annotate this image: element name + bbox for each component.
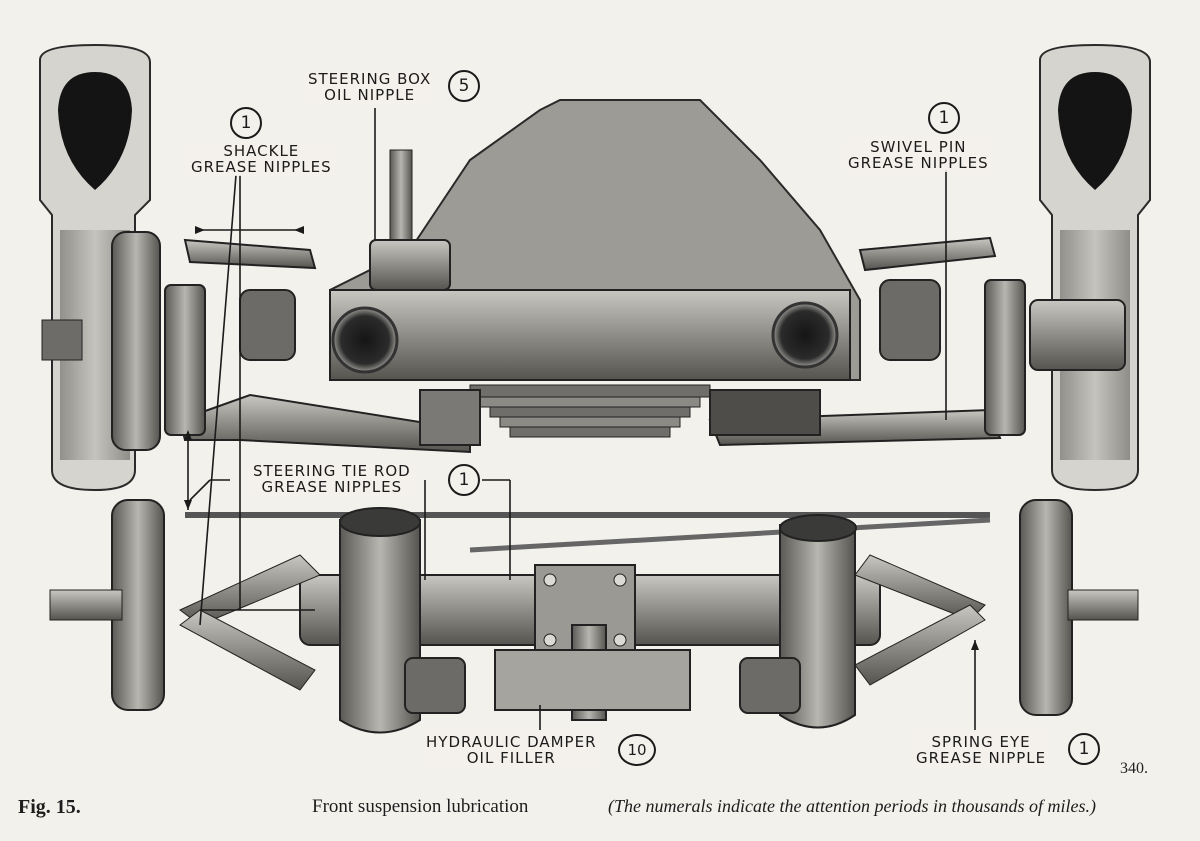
- figure-note: (The numerals indicate the attention per…: [608, 796, 1096, 816]
- shackle-label-line1: SHACKLE: [223, 142, 300, 160]
- spring-eye-label: SPRING EYE GREASE NIPPLE: [913, 733, 1050, 767]
- figure-title: Front suspension lubrication: [312, 796, 529, 817]
- left-damper: [239, 289, 296, 361]
- tie-rod-label: STEERING TIE ROD GREASE NIPPLES: [250, 462, 414, 496]
- steering-box: [369, 239, 451, 291]
- swivel-pin-interval-badge: 1: [928, 102, 960, 134]
- swivel-pin-label-line1: SWIVEL PIN: [870, 138, 967, 156]
- left-upper-arm: [183, 238, 317, 270]
- right-damper: [879, 279, 941, 361]
- tie-rod-label-line1: STEERING TIE ROD: [253, 462, 411, 480]
- steering-box-label: STEERING BOX OIL NIPPLE: [305, 70, 435, 104]
- right-upper-arm: [858, 236, 997, 272]
- left-spring-housing: [339, 519, 421, 734]
- tie-rod-label-line2: GREASE NIPPLES: [261, 478, 403, 496]
- damper-label-line2: OIL FILLER: [466, 749, 556, 767]
- damper-label: HYDRAULIC DAMPER OIL FILLER: [423, 733, 600, 767]
- tie-rod-interval-badge: 1: [448, 464, 480, 496]
- shackle-interval-badge: 1: [230, 107, 262, 139]
- steering-box-label-line1: STEERING BOX: [308, 70, 432, 88]
- plan-view: [49, 499, 1139, 734]
- spring-eye-interval-badge: 1: [1068, 733, 1100, 765]
- swivel-pin-label-line2: GREASE NIPPLES: [848, 154, 989, 172]
- left-brake-drum: [111, 231, 161, 451]
- arrowheads: [184, 226, 979, 650]
- right-tyre-section: [1039, 43, 1151, 492]
- swivel-pin-label: SWIVEL PIN GREASE NIPPLES: [845, 138, 992, 172]
- spring-eye-label-line1: SPRING EYE: [931, 733, 1031, 751]
- spring-eye-label-line2: GREASE NIPPLE: [916, 749, 1047, 767]
- right-hub: [1029, 299, 1126, 371]
- damper-label-line1: HYDRAULIC DAMPER: [426, 733, 597, 751]
- front-elevation-view: [39, 43, 1151, 492]
- shackle-label-line2: GREASE NIPPLES: [191, 158, 332, 176]
- steering-box-label-line2: OIL NIPPLE: [324, 86, 416, 104]
- leaf-spring: [469, 384, 711, 438]
- leader-lines: [187, 108, 976, 730]
- drawing-number: 340.: [1120, 760, 1148, 777]
- damper-interval-badge: 10: [618, 734, 656, 766]
- steering-box-interval-badge: 5: [448, 70, 480, 102]
- figure-label: Fig. 15.: [18, 796, 81, 818]
- crossmember: [329, 289, 851, 381]
- shackle-label: SHACKLE GREASE NIPPLES: [188, 142, 335, 176]
- right-wheel-drum: [1019, 499, 1073, 716]
